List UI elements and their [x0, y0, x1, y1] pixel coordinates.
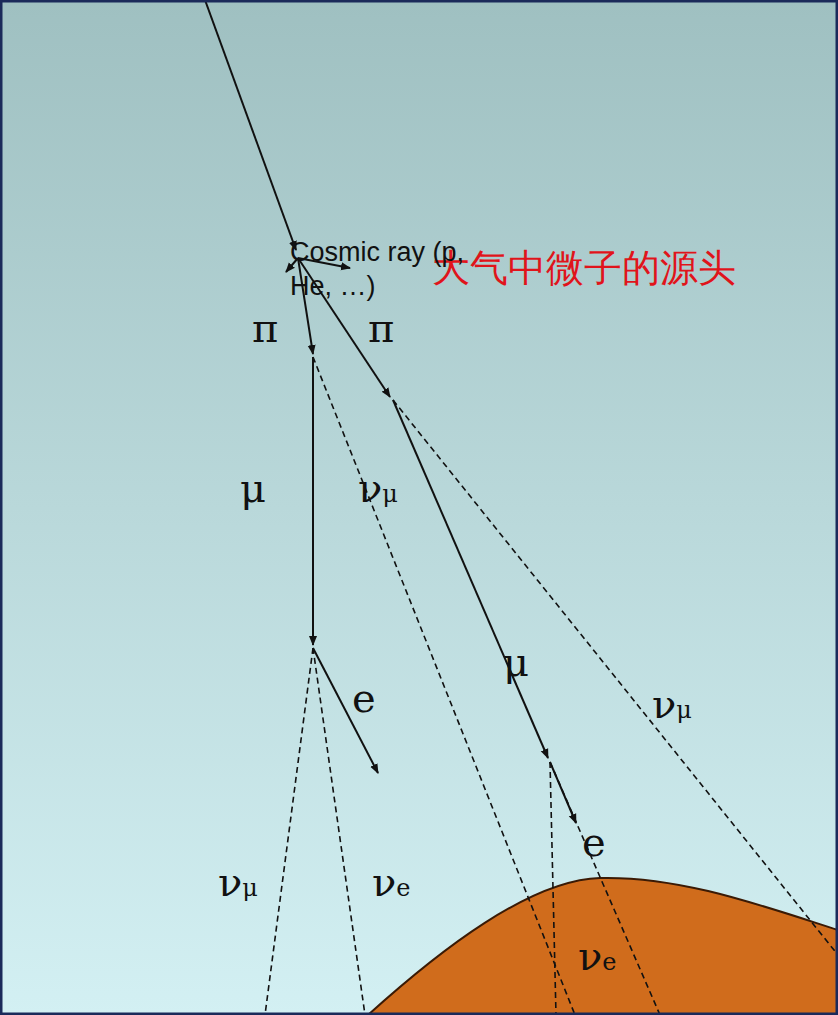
particle-label: νμ — [652, 682, 692, 726]
particle-label: π — [368, 306, 394, 350]
particle-label: e — [582, 820, 606, 864]
particle-tracks — [205, 0, 576, 823]
earth — [368, 878, 838, 1015]
particle-label: π — [252, 306, 278, 350]
particle-label: νμ — [218, 860, 258, 904]
particle-label: νe — [372, 860, 411, 904]
heading: 大气中微子的源头 — [432, 248, 736, 290]
source-label: Cosmic ray (p, He, …) — [290, 236, 465, 304]
particle-label: e — [352, 676, 376, 720]
particle-label: νμ — [358, 466, 398, 510]
particle-label: μ — [503, 640, 529, 684]
neutrino-tracks — [265, 357, 838, 1015]
particle-label: μ — [240, 466, 266, 510]
particle-label: νe — [578, 934, 617, 978]
